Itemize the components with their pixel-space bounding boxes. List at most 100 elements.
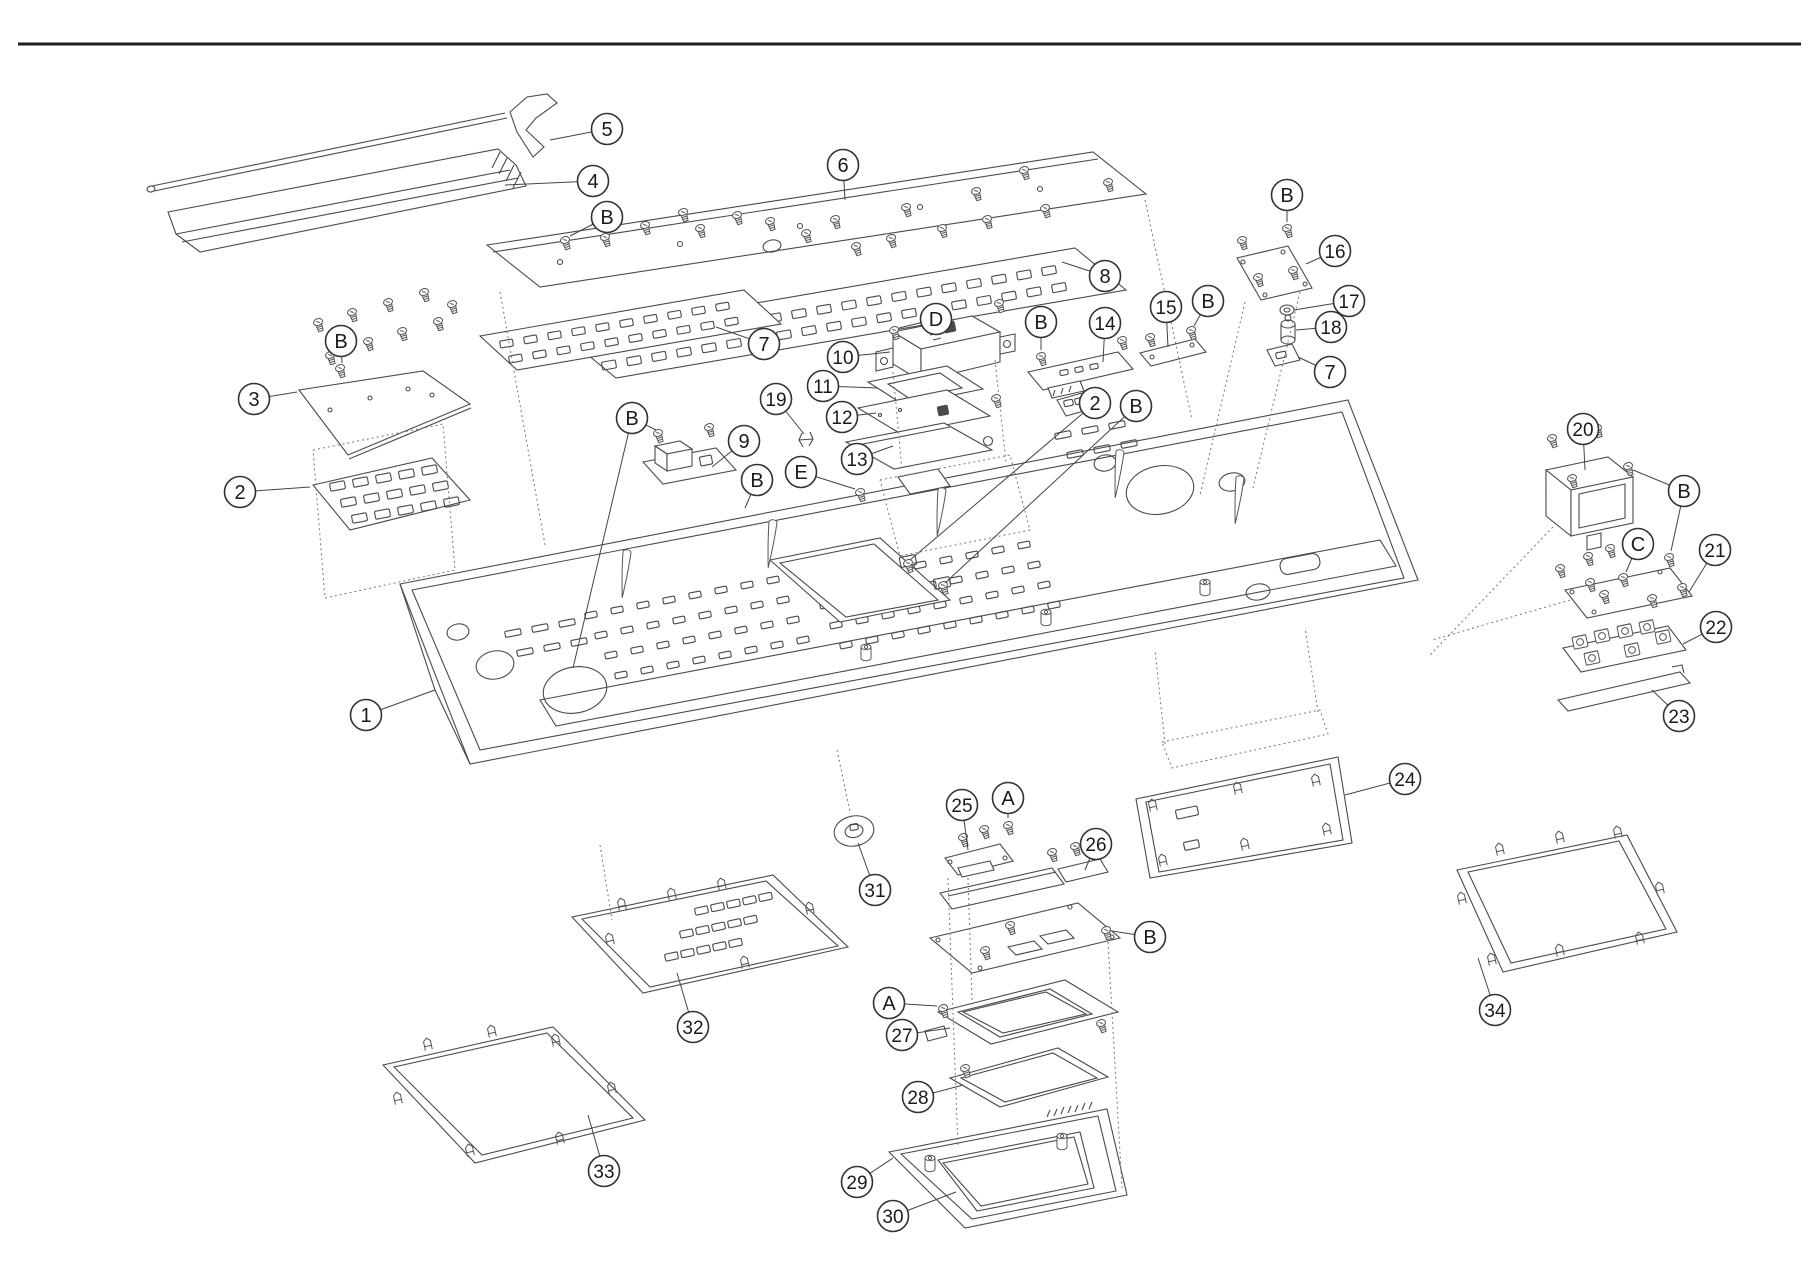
pad: [558, 618, 576, 628]
pad: [718, 650, 732, 660]
callout-19-18: 19: [759, 382, 805, 435]
part-detail: [405, 386, 411, 392]
callout-16-15: 16: [1305, 234, 1352, 268]
boss-post: [1199, 578, 1211, 597]
pad: [420, 500, 437, 512]
callout-15-14: 15: [1149, 290, 1183, 348]
callout-31-30: 31: [857, 842, 892, 907]
callout-label: 13: [846, 450, 867, 471]
pad: [975, 570, 989, 580]
callout-label: B: [625, 408, 638, 430]
pad: [682, 635, 696, 645]
callout-28-27: 28: [901, 1080, 964, 1114]
callout-circle: [1621, 527, 1655, 561]
part-detail: [1279, 552, 1321, 576]
small-board-15: [1139, 338, 1207, 367]
callout-6-5: 6: [826, 148, 860, 201]
callout-17-16: 17: [1293, 284, 1366, 318]
part-detail: [1183, 839, 1200, 851]
pad: [951, 299, 967, 311]
callout-circle: [919, 302, 953, 336]
pad: [636, 600, 650, 610]
part-detail: [1189, 342, 1195, 348]
callout-32-31: 32: [676, 972, 710, 1044]
pad: [694, 905, 709, 916]
callout-circle: [1133, 920, 1167, 954]
screw: [432, 315, 446, 332]
pad: [516, 647, 534, 657]
pad: [995, 610, 1009, 620]
part-detail: [1570, 476, 1634, 537]
key-contact-board-upper: [298, 370, 472, 456]
jack-block: [1593, 628, 1611, 644]
pad: [744, 645, 758, 655]
callout-circle: [727, 424, 761, 458]
part-detail: [1006, 940, 1044, 956]
part-detail: [899, 1115, 1117, 1220]
callout-label: 7: [758, 334, 769, 356]
callout-24-23: 24: [1344, 762, 1422, 796]
part-detail: [580, 880, 840, 988]
main-board: [928, 902, 1122, 974]
part-detail: [146, 185, 156, 193]
callout-circle: [1478, 993, 1512, 1027]
part-detail: [367, 395, 373, 401]
callout-label: 12: [831, 408, 852, 429]
callout-circle: [1314, 310, 1348, 344]
part-detail: [1060, 1106, 1065, 1115]
amp-plate: [768, 537, 952, 623]
callout-18-17: 18: [1295, 310, 1348, 344]
callout-label: 31: [864, 881, 885, 902]
callout-B-43: B: [944, 389, 1153, 584]
lcd-bracket: [844, 422, 994, 470]
callout-label: 8: [1099, 266, 1110, 288]
part-detail: [327, 407, 333, 413]
callout-A-36: A: [991, 781, 1025, 818]
leader-line: [572, 417, 633, 669]
screw: [1046, 846, 1060, 863]
part-detail: [446, 623, 470, 641]
pad: [679, 928, 694, 939]
part-detail: [1067, 904, 1073, 910]
part-detail: [857, 426, 951, 446]
callout-label: 33: [593, 1162, 614, 1183]
pad: [619, 318, 634, 328]
pad: [727, 918, 742, 929]
part-detail: [778, 543, 940, 618]
pad: [601, 359, 617, 371]
parts-layer: [18, 42, 1801, 1229]
callout-5-4: 5: [549, 112, 624, 146]
screw: [936, 222, 950, 239]
pad: [742, 895, 757, 906]
pad: [714, 585, 728, 595]
pad: [724, 316, 739, 327]
part-detail: [1060, 387, 1064, 395]
callout-circle: [223, 475, 257, 509]
screw: [1546, 432, 1560, 449]
pad: [750, 600, 764, 610]
pad: [1108, 420, 1126, 430]
callout-D-49: D: [898, 302, 953, 336]
pad: [1001, 565, 1015, 575]
callout-label: 9: [738, 431, 749, 453]
screw: [1582, 550, 1596, 567]
pad: [959, 595, 973, 605]
callout-E-50: E: [784, 455, 856, 490]
pad: [1093, 444, 1111, 454]
part-detail: [392, 1032, 635, 1156]
part-detail: [1063, 398, 1074, 408]
pad: [594, 630, 608, 640]
pad: [791, 308, 807, 320]
part-detail: [153, 117, 508, 192]
pad: [664, 951, 679, 962]
pad: [796, 635, 810, 645]
pad: [708, 630, 722, 640]
pad: [604, 650, 618, 660]
callout-circle: [615, 401, 649, 435]
pad: [711, 921, 726, 932]
callout-23-22: 23: [1651, 689, 1696, 733]
pad: [991, 545, 1005, 555]
callout-label: 3: [248, 389, 259, 411]
screw: [362, 335, 376, 352]
